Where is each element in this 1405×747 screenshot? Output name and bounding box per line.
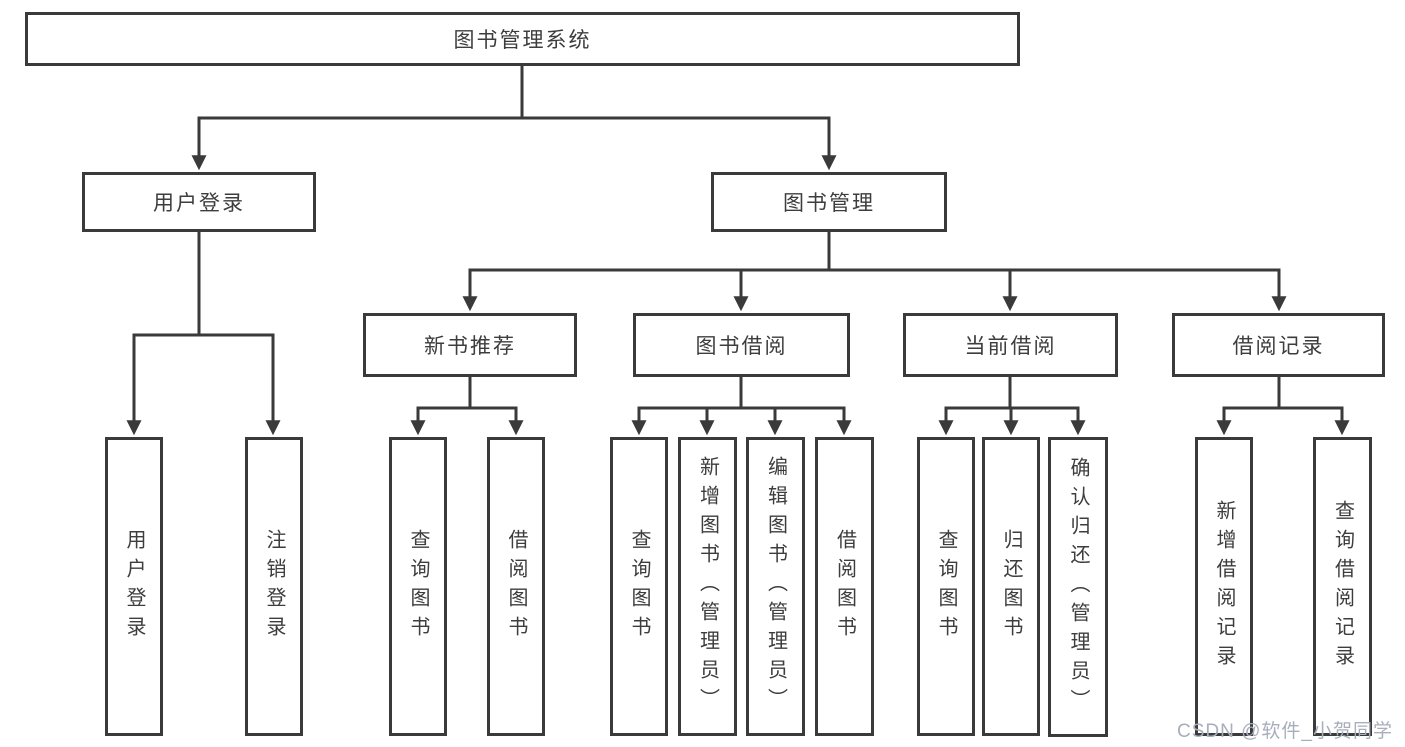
node-label: 查询图书 xyxy=(935,528,957,645)
node-label: 用户登录 xyxy=(123,528,145,645)
node-label: 编辑图书（管理员） xyxy=(764,456,787,717)
connector-skeleton xyxy=(132,64,1344,410)
node-label: 借阅记录 xyxy=(1232,335,1325,358)
node-book-borrow: 图书借阅 xyxy=(633,313,850,377)
node-label: 查询图书 xyxy=(407,528,429,645)
leaf-query-book-3: 查询图书 xyxy=(917,437,975,736)
leaf-query-book-1: 查询图书 xyxy=(389,437,447,736)
leaf-edit-book-admin: 编辑图书（管理员） xyxy=(746,437,805,736)
node-label: 图书管理 xyxy=(783,192,875,215)
leaf-query-borrow-record: 查询借阅记录 xyxy=(1313,437,1372,736)
node-borrow-record: 借阅记录 xyxy=(1172,313,1385,377)
leaf-add-book-admin: 新增图书（管理员） xyxy=(678,437,737,736)
leaf-borrow-book-1: 借阅图书 xyxy=(487,437,545,736)
node-label: 当前借阅 xyxy=(964,335,1057,358)
leaf-confirm-return-admin: 确认归还（管理员） xyxy=(1048,437,1108,737)
leaf-return-book: 归还图书 xyxy=(982,437,1040,736)
node-current-borrow: 当前借阅 xyxy=(903,313,1118,377)
node-label: 用户登录 xyxy=(153,192,245,215)
node-root-system: 图书管理系统 xyxy=(25,12,1020,66)
node-label: 确认归还（管理员） xyxy=(1067,456,1089,718)
node-label: 新书推荐 xyxy=(424,335,516,358)
node-label: 新增借阅记录 xyxy=(1213,499,1235,674)
node-label: 图书借阅 xyxy=(695,335,788,358)
node-label: 新增图书（管理员） xyxy=(696,456,719,717)
leaf-add-borrow-record: 新增借阅记录 xyxy=(1195,437,1253,736)
node-new-book-recommend: 新书推荐 xyxy=(363,313,577,377)
node-label: 注销登录 xyxy=(263,528,285,645)
node-label: 查询图书 xyxy=(628,528,650,645)
leaf-logout: 注销登录 xyxy=(245,437,303,736)
node-label: 借阅图书 xyxy=(505,528,527,645)
node-label: 归还图书 xyxy=(1000,528,1022,645)
node-user-login: 用户登录 xyxy=(82,172,316,232)
node-label: 借阅图书 xyxy=(833,528,856,645)
csdn-watermark: CSDN @软件_小贺同学 xyxy=(1177,721,1393,742)
node-book-management: 图书管理 xyxy=(711,172,947,232)
node-label: 查询借阅记录 xyxy=(1331,499,1354,674)
leaf-user-login: 用户登录 xyxy=(105,437,163,736)
node-label: 图书管理系统 xyxy=(453,29,592,52)
leaf-borrow-book-2: 借阅图书 xyxy=(815,437,874,736)
leaf-query-book-2: 查询图书 xyxy=(610,437,668,736)
